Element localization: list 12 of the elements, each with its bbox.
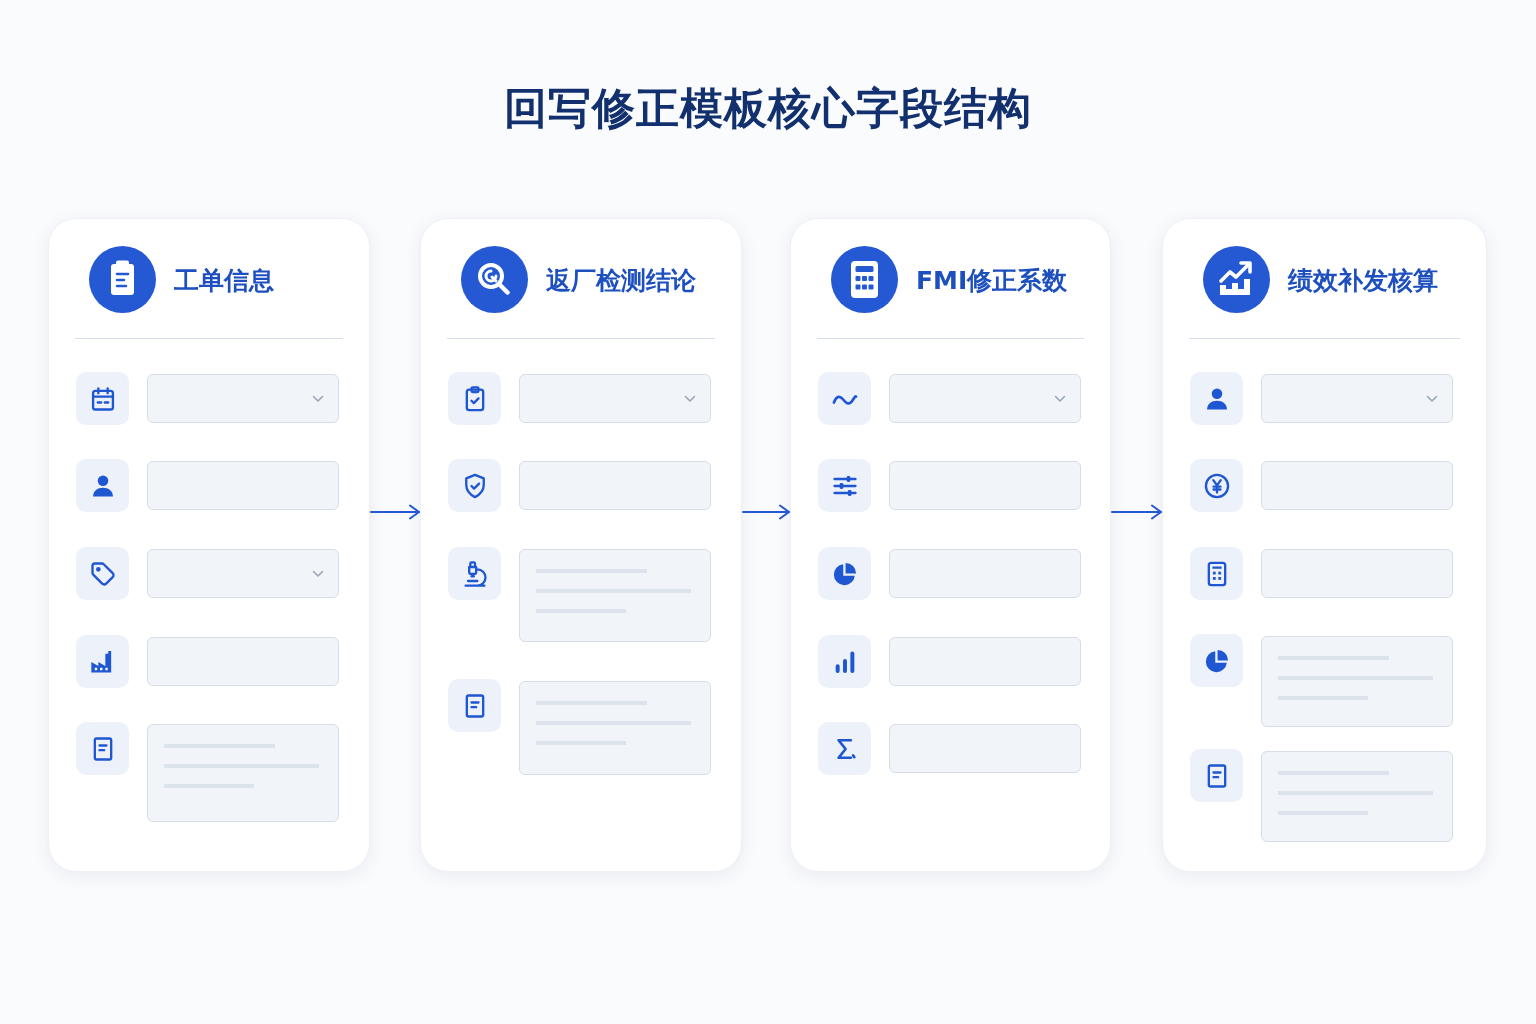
form-card: [48, 218, 370, 872]
arrow: [370, 504, 420, 520]
form-card: [420, 218, 742, 872]
arrow: [1111, 504, 1162, 520]
card-title: 绩效补发核算: [1288, 265, 1438, 297]
card-title: 返厂检测结论: [546, 265, 696, 297]
card-title: FMI修正系数: [916, 265, 1068, 297]
diagram-title: 回写修正模板核心字段结构: [504, 82, 1032, 135]
form-card: [790, 218, 1111, 872]
form-card: [1162, 218, 1487, 872]
arrow: [742, 504, 790, 520]
card-title: 工单信息: [174, 265, 274, 297]
